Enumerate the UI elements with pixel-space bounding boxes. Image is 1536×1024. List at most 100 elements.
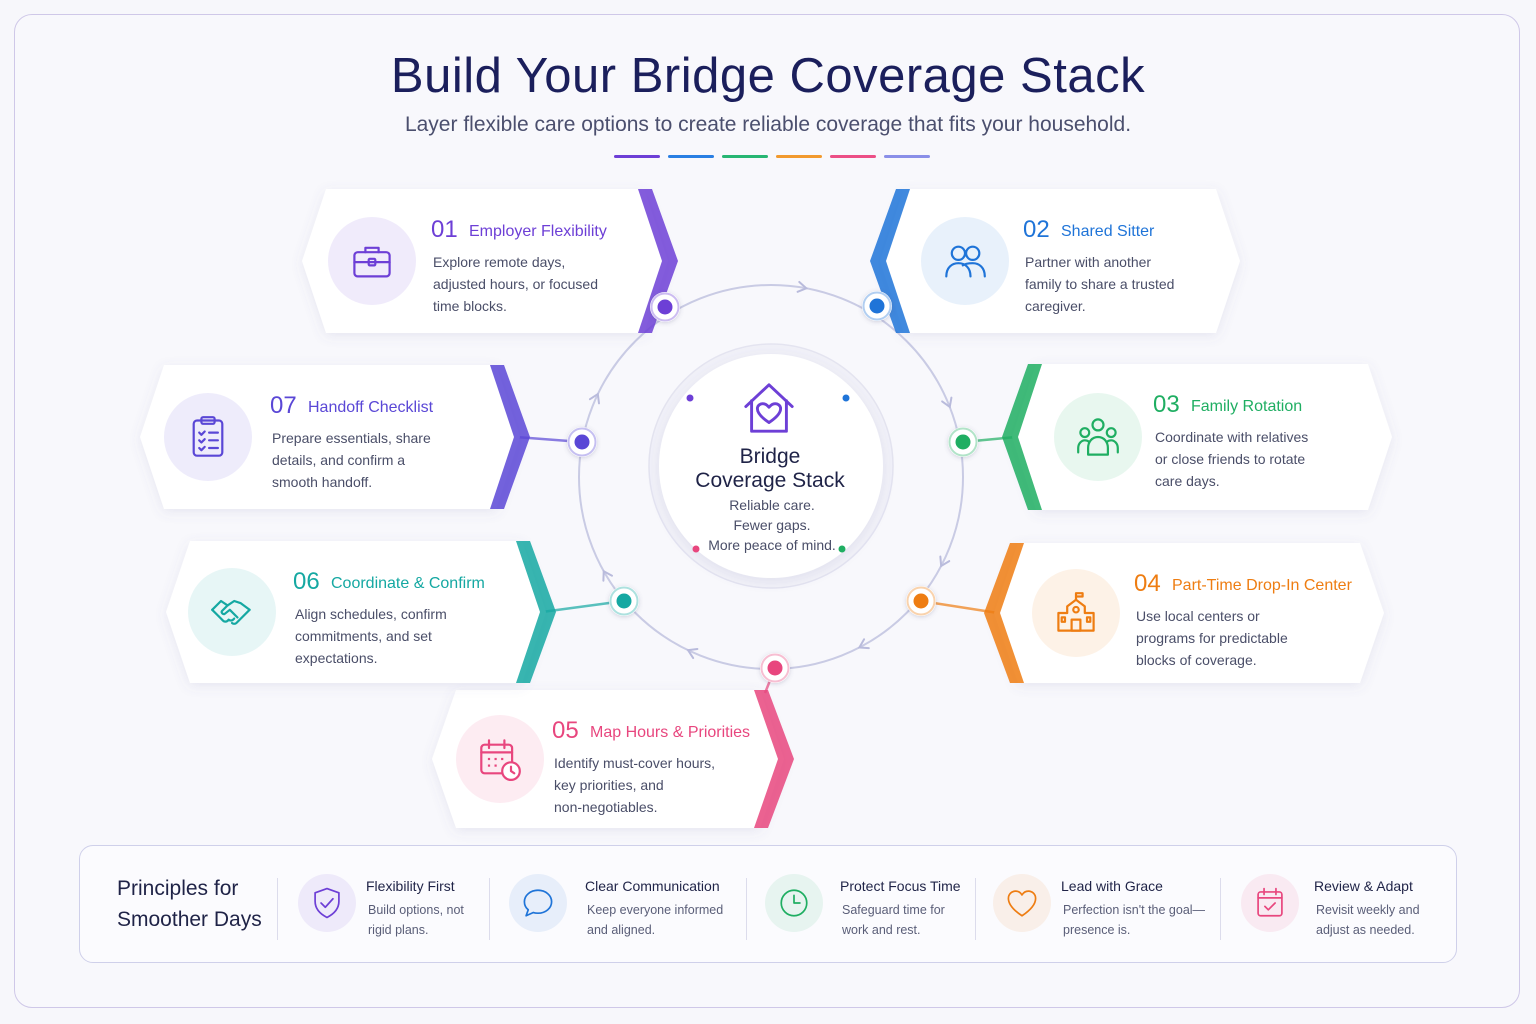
step-number: 03 <box>1153 391 1180 418</box>
step-title: Family Rotation <box>1191 398 1302 415</box>
principle-description: Safeguard time for <box>842 903 945 917</box>
card-body <box>1012 364 1392 510</box>
principle-title: Flexibility First <box>366 878 455 894</box>
principle-divider <box>975 878 976 940</box>
principle-icon-circle <box>298 874 356 932</box>
decor-dot <box>692 545 700 553</box>
principle-divider <box>746 878 747 940</box>
ring-node-07 <box>567 427 597 457</box>
ring-arrow <box>602 569 614 582</box>
handshake-icon <box>211 599 251 625</box>
ring-arrow <box>796 280 809 293</box>
card-body <box>432 690 784 828</box>
step-description: Explore remote days, <box>433 254 565 270</box>
card-body <box>880 189 1240 333</box>
principle-icon-circle <box>993 874 1051 932</box>
principle-description: Keep everyone informed <box>587 903 724 917</box>
calendar-clock-icon <box>480 739 521 782</box>
step-title: Map Hours & Priorities <box>590 724 750 741</box>
principle-description: presence is. <box>1063 923 1131 937</box>
card-body <box>166 541 546 683</box>
principle-description-block: Keep everyone informed and aligned. <box>587 900 723 940</box>
step-number: 05 <box>552 717 579 744</box>
step-description: care days. <box>1155 473 1220 489</box>
center-tagline: More peace of mind. <box>708 537 836 553</box>
step-description: family to share a trusted <box>1025 276 1174 292</box>
step-title: Part-Time Drop-In Center <box>1172 577 1353 594</box>
center-title-line2: Coverage Stack <box>695 469 845 492</box>
step-description: or close friends to rotate <box>1155 451 1305 467</box>
step-description: smooth handoff. <box>272 474 372 490</box>
principle-icon-circle <box>765 874 823 932</box>
step-description: Identify must-cover hours, <box>554 755 715 771</box>
principle-description: Revisit weekly and <box>1316 903 1420 917</box>
step-description: blocks of coverage. <box>1136 652 1257 668</box>
ring-arrow <box>686 648 699 660</box>
ring-node-04 <box>906 586 936 616</box>
step-number: 01 <box>431 216 458 243</box>
principle-description: work and rest. <box>842 923 921 937</box>
principle-divider <box>1220 878 1221 940</box>
card-accent-edge <box>1002 364 1042 510</box>
clipboard-checklist-icon <box>192 416 224 457</box>
step-number: 07 <box>270 392 297 419</box>
rule-segment <box>668 155 714 158</box>
step-description: adjusted hours, or focused <box>433 276 598 292</box>
ring-arrow <box>857 638 870 650</box>
card-accent-edge <box>984 543 1024 683</box>
principles-title-line1: Principles for <box>117 877 239 900</box>
card-body <box>302 189 668 333</box>
center-title-line1: Bridge <box>740 445 801 468</box>
step-title: Shared Sitter <box>1061 223 1155 240</box>
clock-icon <box>780 889 808 917</box>
briefcase-icon <box>353 246 391 278</box>
principles-title: Principles for Smoother Days <box>117 873 277 935</box>
step-description: commitments, and set <box>295 628 432 644</box>
step-description: Prepare essentials, share <box>272 430 431 446</box>
principle-title: Clear Communication <box>585 878 720 894</box>
ring-node-05 <box>760 653 790 683</box>
principle-description: adjust as needed. <box>1316 923 1415 937</box>
rule-segment <box>614 155 660 158</box>
card-accent-edge <box>490 365 530 509</box>
step-description: Align schedules, confirm <box>295 606 447 622</box>
principle-divider <box>489 878 490 940</box>
principle-description: and aligned. <box>587 923 656 937</box>
center-tagline: Reliable care. <box>729 497 815 513</box>
decor-dot <box>686 394 694 402</box>
card-accent-edge <box>754 690 794 828</box>
step-description: time blocks. <box>433 298 507 314</box>
card-body <box>994 543 1384 683</box>
step-number: 06 <box>293 568 320 595</box>
decor-dot <box>838 545 846 553</box>
people-icon <box>945 245 986 278</box>
house-heart-icon <box>744 383 794 433</box>
chat-bubble-icon <box>523 889 553 917</box>
ring-node-03 <box>948 427 978 457</box>
principle-title: Review & Adapt <box>1314 878 1413 894</box>
family-icon <box>1077 418 1119 456</box>
principle-title: Lead with Grace <box>1061 878 1163 894</box>
principle-title: Protect Focus Time <box>840 878 961 894</box>
principle-description-block: Safeguard time for work and rest. <box>842 900 945 940</box>
step-description: programs for predictable <box>1136 630 1288 646</box>
color-rule <box>614 155 934 158</box>
ring-node-06 <box>609 586 639 616</box>
ring-node-02 <box>862 291 892 321</box>
principle-description: Perfection isn't the goal— <box>1063 903 1206 917</box>
icon-circle <box>921 217 1009 305</box>
rule-segment <box>830 155 876 158</box>
icon-circle <box>164 393 252 481</box>
decor-dot <box>842 394 850 402</box>
principles-title-line2: Smoother Days <box>117 908 262 931</box>
step-title: Handoff Checklist <box>308 399 434 416</box>
